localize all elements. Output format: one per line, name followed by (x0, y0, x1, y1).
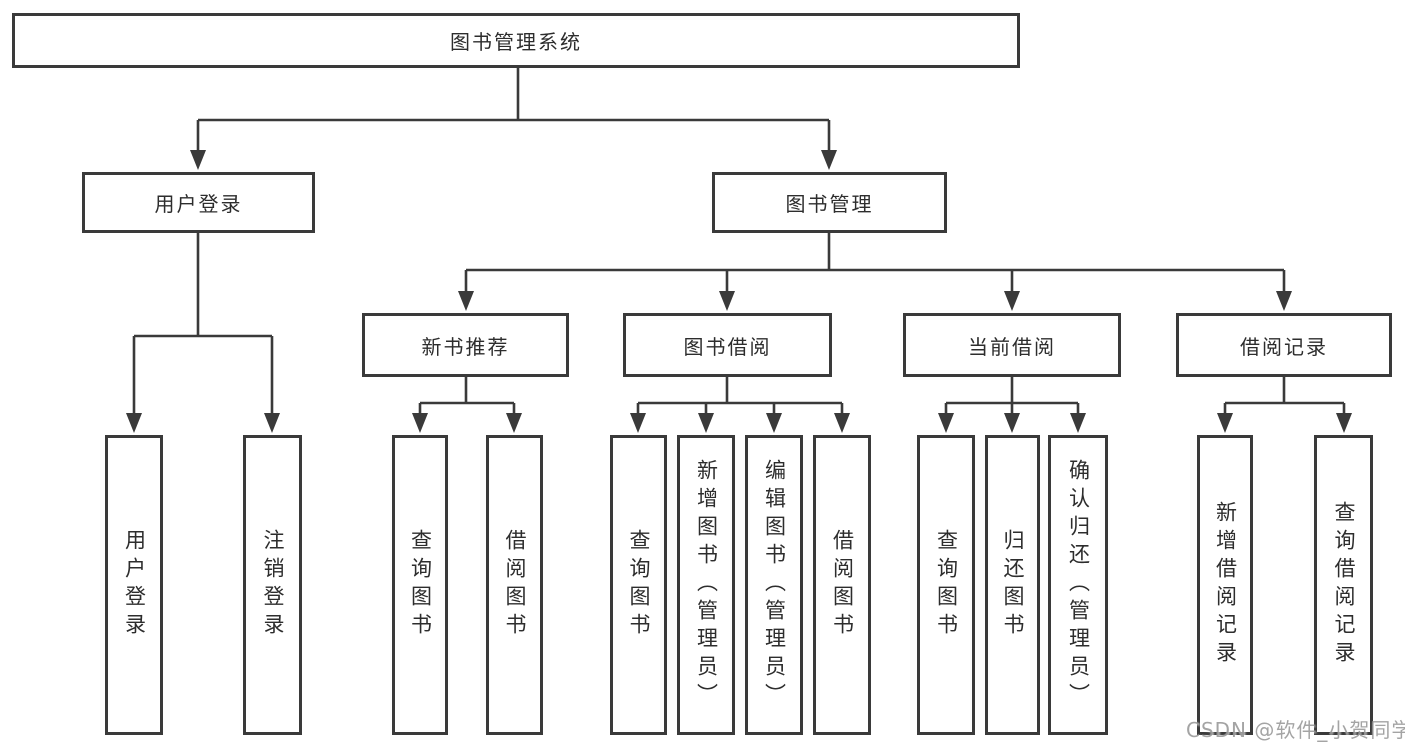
node-br-query-record: 查询借阅记录 (1314, 435, 1373, 735)
node-nbr-borrow-book-label: 借阅图书 (503, 529, 528, 641)
node-cb-return-book: 归还图书 (985, 435, 1040, 735)
node-bb-borrow-book: 借阅图书 (813, 435, 871, 735)
node-bb-edit-book-admin: 编辑图书（管理员） (745, 435, 803, 735)
node-nbr-borrow-book: 借阅图书 (486, 435, 543, 735)
node-user-login-group: 用户登录 (82, 172, 315, 233)
node-nbr-query-book: 查询图书 (392, 435, 448, 735)
node-bb-query-book: 查询图书 (610, 435, 667, 735)
node-bb-edit-book-admin-label: 编辑图书（管理员） (762, 459, 787, 711)
node-current-borrow: 当前借阅 (903, 313, 1121, 377)
node-user-login: 用户登录 (105, 435, 163, 735)
node-cb-confirm-return-admin: 确认归还（管理员） (1048, 435, 1108, 735)
node-library-management-system: 图书管理系统 (12, 13, 1020, 68)
node-cb-confirm-return-admin-label: 确认归还（管理员） (1066, 459, 1091, 711)
node-logout-label: 注销登录 (261, 529, 286, 641)
node-bb-add-book-admin: 新增图书（管理员） (677, 435, 735, 735)
node-new-book-recommend: 新书推荐 (362, 313, 569, 377)
watermark: CSDN @软件_小贺同学 (1186, 718, 1405, 742)
node-br-query-record-label: 查询借阅记录 (1332, 501, 1357, 669)
node-cb-return-book-label: 归还图书 (1001, 529, 1026, 641)
node-nbr-query-book-label: 查询图书 (408, 529, 433, 641)
node-bb-borrow-book-label: 借阅图书 (830, 529, 855, 641)
node-book-management-group: 图书管理 (712, 172, 947, 233)
node-cb-query-book-label: 查询图书 (934, 529, 959, 641)
node-borrow-record: 借阅记录 (1176, 313, 1392, 377)
node-br-add-record-label: 新增借阅记录 (1213, 501, 1238, 669)
node-logout: 注销登录 (243, 435, 302, 735)
node-br-add-record: 新增借阅记录 (1197, 435, 1253, 735)
node-bb-query-book-label: 查询图书 (627, 529, 652, 641)
node-user-login-label: 用户登录 (122, 529, 147, 641)
node-cb-query-book: 查询图书 (917, 435, 975, 735)
node-bb-add-book-admin-label: 新增图书（管理员） (694, 459, 719, 711)
node-book-borrow: 图书借阅 (623, 313, 832, 377)
